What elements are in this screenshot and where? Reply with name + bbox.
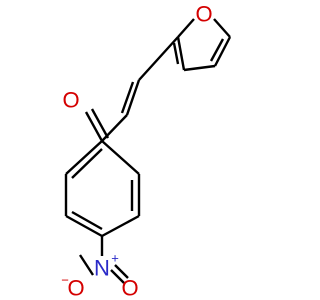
- bond: [183, 64, 216, 72]
- bond: [65, 140, 103, 175]
- bond: [114, 264, 129, 279]
- bond: [78, 254, 95, 276]
- chemical-structure: O O N + O − O: [61, 2, 232, 300]
- bond: [138, 36, 179, 81]
- bond: [84, 111, 104, 142]
- furan-ring: [172, 18, 232, 72]
- bond: [65, 214, 103, 238]
- bond: [120, 81, 135, 114]
- nitro-oxygen-left-charge-label: −: [61, 273, 69, 288]
- nitro-nitrogen-charge-label: +: [111, 251, 119, 266]
- enone-chain: [84, 36, 179, 142]
- bond: [213, 36, 232, 67]
- bond: [125, 79, 141, 116]
- bond: [172, 42, 180, 65]
- bond: [110, 269, 125, 284]
- bond: [213, 18, 231, 38]
- bond: [176, 36, 186, 71]
- bond: [90, 108, 110, 139]
- bond: [71, 210, 103, 231]
- carbonyl-oxygen-label: O: [62, 88, 79, 113]
- nitro-oxygen-left-label: O: [67, 276, 84, 300]
- nitro-oxygen-right-label: O: [121, 276, 138, 300]
- furan-oxygen-label: O: [195, 2, 212, 27]
- bond: [209, 38, 225, 62]
- bond: [101, 214, 140, 238]
- nitro-group: [78, 236, 129, 284]
- bond: [177, 18, 195, 38]
- bond: [71, 148, 103, 179]
- bond: [101, 114, 128, 142]
- benzene-ring: [64, 140, 141, 238]
- bond: [101, 140, 140, 175]
- nitro-nitrogen-label: N: [94, 256, 110, 281]
